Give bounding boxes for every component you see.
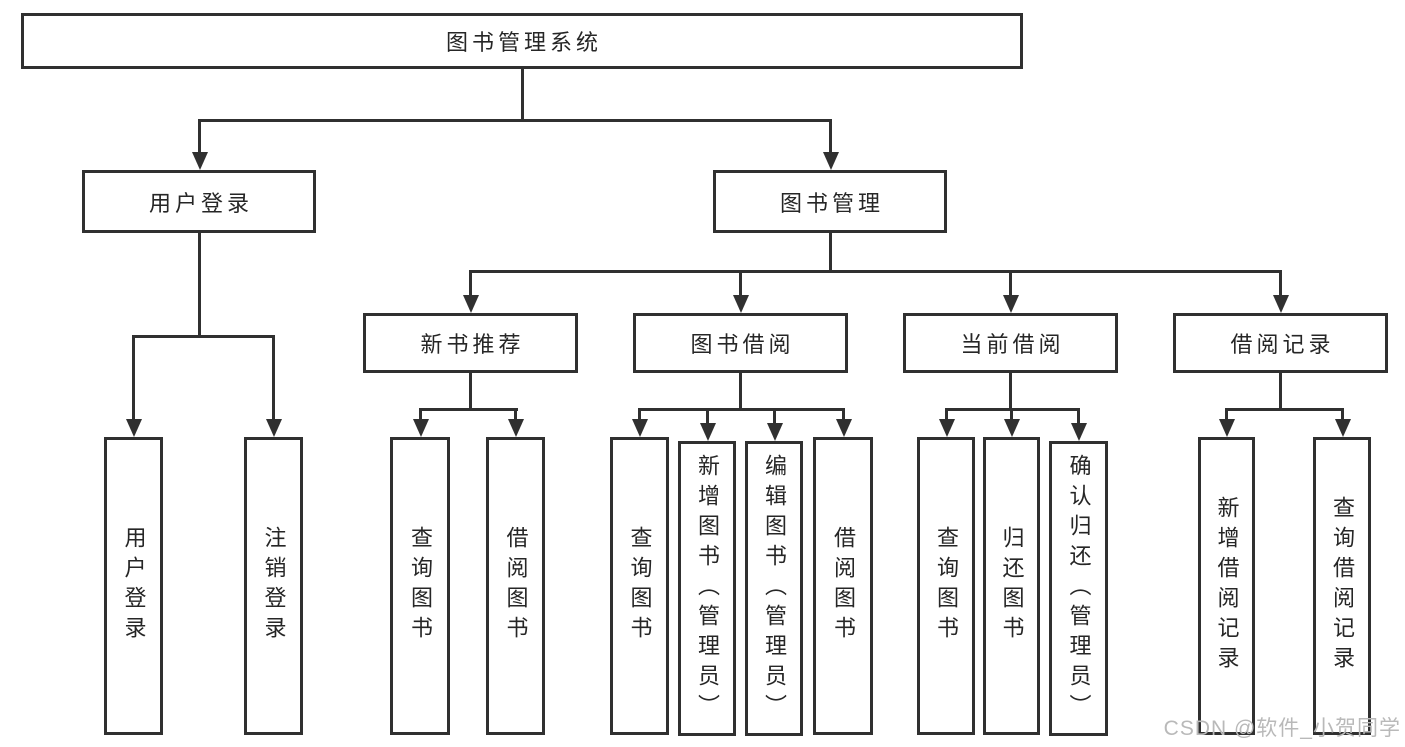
connector-line [469, 373, 472, 410]
leaf-query-books-recommend: 查询图书 [390, 437, 450, 735]
node-new-book-recommend: 新书推荐 [363, 313, 578, 373]
leaf-query-books-current: 查询图书 [917, 437, 975, 735]
leaf-confirm-return-admin-label: 确认归还（管理员） [1066, 453, 1092, 724]
arrow-down-icon [1218, 408, 1235, 437]
leaf-confirm-return-admin: 确认归还（管理员） [1049, 441, 1108, 736]
leaf-query-books-borrow-label: 查询图书 [627, 526, 653, 646]
leaf-edit-books-admin-label: 编辑图书（管理员） [762, 453, 787, 724]
leaf-borrow-books-recommend: 借阅图书 [486, 437, 545, 735]
leaf-edit-books-admin: 编辑图书（管理员） [745, 441, 803, 736]
leaf-user-login: 用户登录 [104, 437, 163, 735]
arrow-down-icon [462, 270, 479, 313]
arrow-down-icon [732, 270, 749, 313]
node-current-borrow: 当前借阅 [903, 313, 1118, 373]
arrow-down-icon [631, 408, 648, 437]
node-root-label: 图书管理系统 [445, 30, 602, 55]
leaf-add-borrow-record: 新增借阅记录 [1198, 437, 1255, 735]
connector-line [638, 408, 845, 411]
connector-line [469, 270, 1282, 273]
leaf-add-books-admin-label: 新增图书（管理员） [695, 453, 720, 724]
node-book-borrow-label: 图书借阅 [690, 332, 795, 357]
arrow-down-icon [938, 408, 955, 437]
leaf-query-borrow-record-label: 查询借阅记录 [1330, 496, 1355, 676]
leaf-query-books-current-label: 查询图书 [934, 526, 959, 646]
arrow-down-icon [507, 408, 524, 437]
node-current-borrow-label: 当前借阅 [960, 332, 1065, 357]
connector-line [1225, 408, 1344, 411]
leaf-borrow-books-recommend-label: 借阅图书 [503, 526, 529, 646]
leaf-return-books-label: 归还图书 [999, 526, 1025, 646]
connector-line [198, 119, 832, 122]
arrow-down-icon [766, 408, 783, 441]
leaf-add-books-admin: 新增图书（管理员） [678, 441, 736, 736]
leaf-borrow-books-borrow-label: 借阅图书 [831, 526, 856, 646]
leaf-query-books-borrow: 查询图书 [610, 437, 669, 735]
connector-line [521, 69, 524, 121]
leaf-query-borrow-record: 查询借阅记录 [1313, 437, 1371, 735]
node-user-login-label: 用户登录 [148, 190, 253, 216]
arrow-down-icon [125, 335, 142, 437]
leaf-query-books-recommend-label: 查询图书 [408, 526, 433, 646]
arrow-down-icon [191, 119, 208, 170]
connector-line [132, 335, 275, 338]
leaf-logout-label: 注销登录 [261, 526, 287, 646]
leaf-borrow-books-borrow: 借阅图书 [813, 437, 873, 735]
connector-line [739, 373, 742, 410]
arrow-down-icon [1272, 270, 1289, 313]
arrow-down-icon [412, 408, 429, 437]
arrow-down-icon [1334, 408, 1351, 437]
node-new-book-recommend-label: 新书推荐 [420, 332, 525, 357]
connector-line [829, 233, 832, 272]
leaf-return-books: 归还图书 [983, 437, 1040, 735]
node-book-management-label: 图书管理 [779, 190, 884, 216]
connector-line [1279, 373, 1282, 410]
csdn-watermark: CSDN @软件_小贺同学 [1163, 717, 1401, 740]
node-borrow-record: 借阅记录 [1173, 313, 1388, 373]
node-borrow-record-label: 借阅记录 [1230, 332, 1335, 357]
arrow-down-icon [1002, 270, 1019, 313]
node-book-management: 图书管理 [713, 170, 947, 233]
connector-line [419, 408, 518, 411]
connector-line [1009, 373, 1012, 410]
leaf-logout: 注销登录 [244, 437, 303, 735]
leaf-user-login-label: 用户登录 [121, 526, 147, 646]
arrow-down-icon [835, 408, 852, 437]
leaf-add-borrow-record-label: 新增借阅记录 [1214, 496, 1240, 676]
connector-line [198, 233, 201, 337]
arrow-down-icon [699, 408, 716, 441]
arrow-down-icon [1070, 408, 1087, 441]
arrow-down-icon [822, 119, 839, 170]
arrow-down-icon [1003, 408, 1020, 437]
node-book-borrow: 图书借阅 [633, 313, 848, 373]
node-root: 图书管理系统 [21, 13, 1023, 69]
node-user-login: 用户登录 [82, 170, 316, 233]
arrow-down-icon [265, 335, 282, 437]
